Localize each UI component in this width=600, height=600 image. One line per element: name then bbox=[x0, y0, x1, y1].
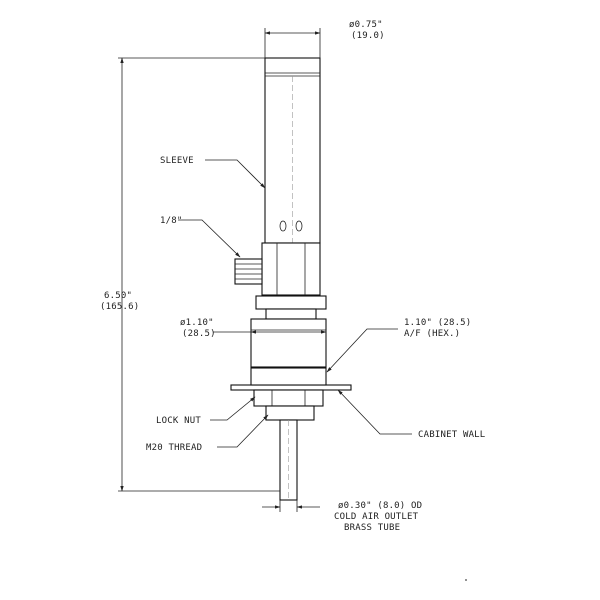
dimension-tube-od: ø0.30" (8.0) OD COLD AIR OUTLET BRASS TU… bbox=[262, 500, 422, 533]
sleeve-label: SLEEVE bbox=[160, 156, 194, 166]
hex-af-label: A/F (HEX.) bbox=[404, 329, 460, 339]
dimension-body-diameter: ø1.10" (28.5) bbox=[180, 318, 327, 340]
leader-lock-nut: LOCK NUT bbox=[156, 396, 256, 426]
cabinet-wall-label: CABINET WALL bbox=[418, 430, 485, 440]
cabinet-wall-panel bbox=[230, 384, 352, 391]
tube-dia-label: ø0.30" (8.0) OD bbox=[338, 501, 422, 511]
body-dia-in-label: ø1.10" bbox=[180, 318, 214, 328]
tube-line3-label: BRASS TUBE bbox=[344, 523, 400, 533]
sleeve-dia-mm-label: (19.0) bbox=[351, 31, 385, 41]
leader-thread: M20 THREAD bbox=[146, 414, 269, 453]
thread-stub bbox=[265, 405, 315, 421]
length-mm-label: (165.6) bbox=[100, 302, 139, 312]
hex-body bbox=[250, 318, 327, 368]
thread-label: M20 THREAD bbox=[146, 443, 202, 453]
leader-port: 1/8" bbox=[160, 216, 241, 258]
leader-sleeve: SLEEVE bbox=[160, 156, 266, 189]
sleeve-dia-in-label: ø0.75" bbox=[349, 20, 383, 30]
stray-dot bbox=[465, 579, 467, 581]
vortex-tube-assembly bbox=[230, 57, 352, 501]
port-fitting bbox=[234, 258, 263, 285]
lock-nut-shape bbox=[253, 389, 324, 407]
lock-nut-label: LOCK NUT bbox=[156, 416, 201, 426]
flange bbox=[255, 295, 327, 310]
leader-cabinet-wall: CABINET WALL bbox=[337, 389, 485, 440]
upper-nut bbox=[250, 367, 327, 386]
length-in-label: 6.50" bbox=[104, 291, 132, 301]
neck bbox=[265, 308, 317, 320]
tube-line2-label: COLD AIR OUTLET bbox=[334, 512, 419, 522]
hex-size-label: 1.10" (28.5) bbox=[404, 318, 471, 328]
vent-hole bbox=[279, 220, 287, 232]
body-dia-mm-label: (28.5) bbox=[182, 329, 216, 339]
main-body bbox=[261, 242, 321, 296]
leader-hex: 1.10" (28.5) A/F (HEX.) bbox=[326, 318, 471, 373]
port-size-label: 1/8" bbox=[160, 216, 182, 226]
dimension-sleeve-diameter: ø0.75" (19.0) bbox=[264, 20, 385, 58]
vent-hole bbox=[295, 220, 303, 232]
dimension-overall-length: 6.50" (165.6) bbox=[100, 57, 280, 492]
